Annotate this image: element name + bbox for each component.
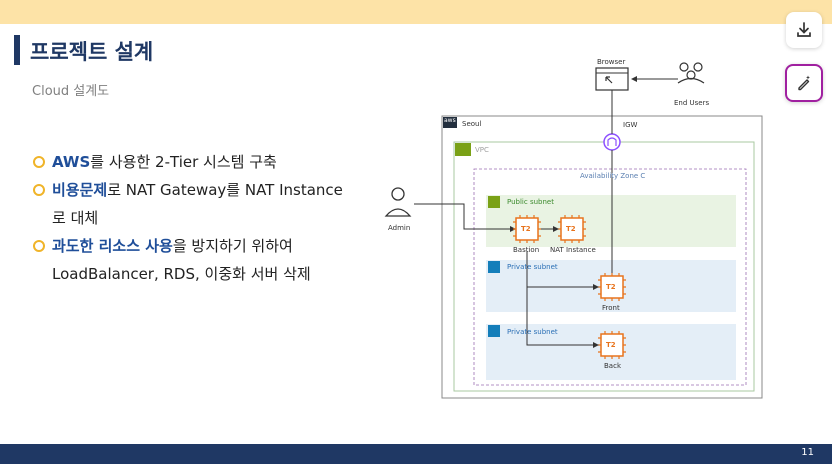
title-accent-bar <box>14 35 20 65</box>
nat-instance-label: NAT Instance <box>550 246 596 254</box>
bullet-marker <box>33 184 45 196</box>
front-label: Front <box>602 304 620 312</box>
bastion-label: Bastion <box>513 246 540 254</box>
bullet-highlight: 과도한 리소스 사용 <box>52 237 173 255</box>
ec2-nat-instance <box>558 215 586 243</box>
page-number: 11 <box>801 447 814 458</box>
end-users-icon <box>677 62 705 84</box>
end-users-label: End Users <box>674 99 710 107</box>
igw-label: IGW <box>623 121 638 129</box>
bullet-text: 을 방지하기 위하여 <box>172 237 293 255</box>
bastion-type-label: T2 <box>521 225 531 233</box>
private-subnet-icon-2 <box>488 325 500 337</box>
bullet-item: AWS를 사용한 2-Tier 시스템 구축 <box>32 148 377 176</box>
architecture-diagram: Browser End Users aws Seoul IGW VPC Avai… <box>380 52 780 402</box>
bullet-highlight: 비용문제 <box>52 181 108 199</box>
bullet-item: 비용문제로 NAT Gateway를 NAT Instance <box>32 176 377 204</box>
public-subnet-icon <box>488 196 500 208</box>
ec2-back <box>598 331 626 359</box>
private-subnet-label-2: Private subnet <box>507 328 558 336</box>
bullet-marker <box>33 156 45 168</box>
edit-sparkle-icon <box>798 75 810 91</box>
bullet-marker <box>33 240 45 252</box>
top-banner <box>0 0 832 24</box>
ec2-front <box>598 273 626 301</box>
bullet-text: 를 사용한 2-Tier 시스템 구축 <box>90 153 277 171</box>
browser-window <box>595 67 629 91</box>
back-type-label: T2 <box>606 341 616 349</box>
bullet-list: AWS를 사용한 2-Tier 시스템 구축 비용문제로 NAT Gateway… <box>32 148 377 288</box>
admin-label: Admin <box>388 224 411 232</box>
aws-logo-label: aws <box>444 117 456 124</box>
az-box <box>473 168 747 386</box>
bullet-item: 과도한 리소스 사용을 방지하기 위하여 <box>32 232 377 260</box>
front-type-label: T2 <box>606 283 616 291</box>
public-subnet-label: Public subnet <box>507 198 554 206</box>
bottom-banner <box>0 444 832 464</box>
igw-icon <box>603 133 621 151</box>
private-subnet-label-1: Private subnet <box>507 263 558 271</box>
back-label: Back <box>604 362 621 370</box>
download-icon <box>797 22 811 37</box>
admin-icon <box>384 187 412 217</box>
vpc-icon <box>455 143 471 156</box>
bullet-continuation: 로 대체 <box>52 209 99 227</box>
bullet-highlight: AWS <box>52 153 91 171</box>
slide-title: 프로젝트 설계 <box>30 40 154 64</box>
aws-logo <box>443 117 457 128</box>
vpc-label: VPC <box>475 146 489 154</box>
download-button[interactable] <box>786 12 822 48</box>
browser-label: Browser <box>597 58 626 66</box>
bullet-continuation: LoadBalancer, RDS, 이중화 서버 삭제 <box>52 265 311 283</box>
private-subnet-icon-1 <box>488 261 500 273</box>
slide-subtitle: Cloud 설계도 <box>32 84 110 99</box>
bullet-text: 로 NAT Gateway를 NAT Instance <box>107 181 343 199</box>
nat-type-label: T2 <box>566 225 576 233</box>
region-label: Seoul <box>462 120 482 128</box>
az-label: Availability Zone C <box>580 172 646 180</box>
ec2-bastion <box>513 215 541 243</box>
edit-button[interactable] <box>785 64 823 102</box>
